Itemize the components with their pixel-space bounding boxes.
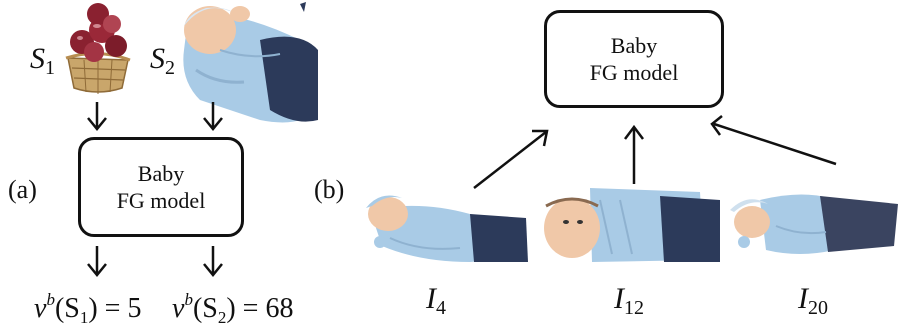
segment-1-sub: 1 xyxy=(45,57,55,79)
baby-image-i12 xyxy=(544,188,720,262)
segment-2-label: S2 xyxy=(150,42,175,80)
image-i4-base: I xyxy=(426,282,436,315)
score-1-close: ) = 5 xyxy=(88,293,142,324)
panel-b-label: (b) xyxy=(314,175,345,204)
score-1-sup: b xyxy=(46,290,55,309)
score-2-sub: 2 xyxy=(217,308,227,327)
image-i12-label: I12 xyxy=(614,282,644,320)
model-a-line1: Baby xyxy=(137,161,185,186)
model-b-line1: Baby xyxy=(610,33,658,58)
score-2-open: (S xyxy=(192,293,218,324)
score-2-close: ) = 68 xyxy=(226,293,294,324)
baby-image-s2 xyxy=(183,2,318,123)
image-i20-sub: 20 xyxy=(808,297,828,319)
baby-fg-model-box-a: Baby FG model xyxy=(78,137,244,237)
segment-2-base: S xyxy=(150,42,165,75)
score-2-sup: b xyxy=(184,290,193,309)
score-1-sub: 1 xyxy=(79,308,89,327)
apple-basket-image xyxy=(65,3,131,94)
model-b-line2: FG model xyxy=(589,60,679,85)
segment-2-sub: 2 xyxy=(165,57,175,79)
score-1: vb(S1) = 5 xyxy=(34,290,141,328)
arrow-i20-to-model xyxy=(710,115,837,166)
image-i12-base: I xyxy=(614,282,624,315)
arrow-i12-to-model xyxy=(624,124,644,184)
segment-1-base: S xyxy=(30,42,45,75)
score-2: vb(S2) = 68 xyxy=(172,290,293,328)
segment-1-label: S1 xyxy=(30,42,55,80)
arrow-model-to-score-1 xyxy=(87,246,107,277)
arrow-s2-to-model xyxy=(203,102,223,131)
model-a-line2: FG model xyxy=(116,188,206,213)
arrow-model-to-score-2 xyxy=(203,246,223,277)
score-2-v: v xyxy=(172,293,185,324)
image-i12-sub: 12 xyxy=(624,297,644,319)
baby-image-i4 xyxy=(366,195,528,262)
baby-fg-model-box-b: Baby FG model xyxy=(544,10,724,108)
score-1-open: (S xyxy=(54,293,80,324)
image-i20-base: I xyxy=(798,282,808,315)
image-i20-label: I20 xyxy=(798,282,828,320)
baby-image-i20 xyxy=(730,194,898,254)
panel-a-label: (a) xyxy=(8,175,37,204)
image-i4-label: I4 xyxy=(426,282,446,320)
score-1-v: v xyxy=(34,293,47,324)
arrow-i4-to-model xyxy=(473,129,549,189)
image-i4-sub: 4 xyxy=(436,297,446,319)
arrow-s1-to-model xyxy=(87,102,107,131)
